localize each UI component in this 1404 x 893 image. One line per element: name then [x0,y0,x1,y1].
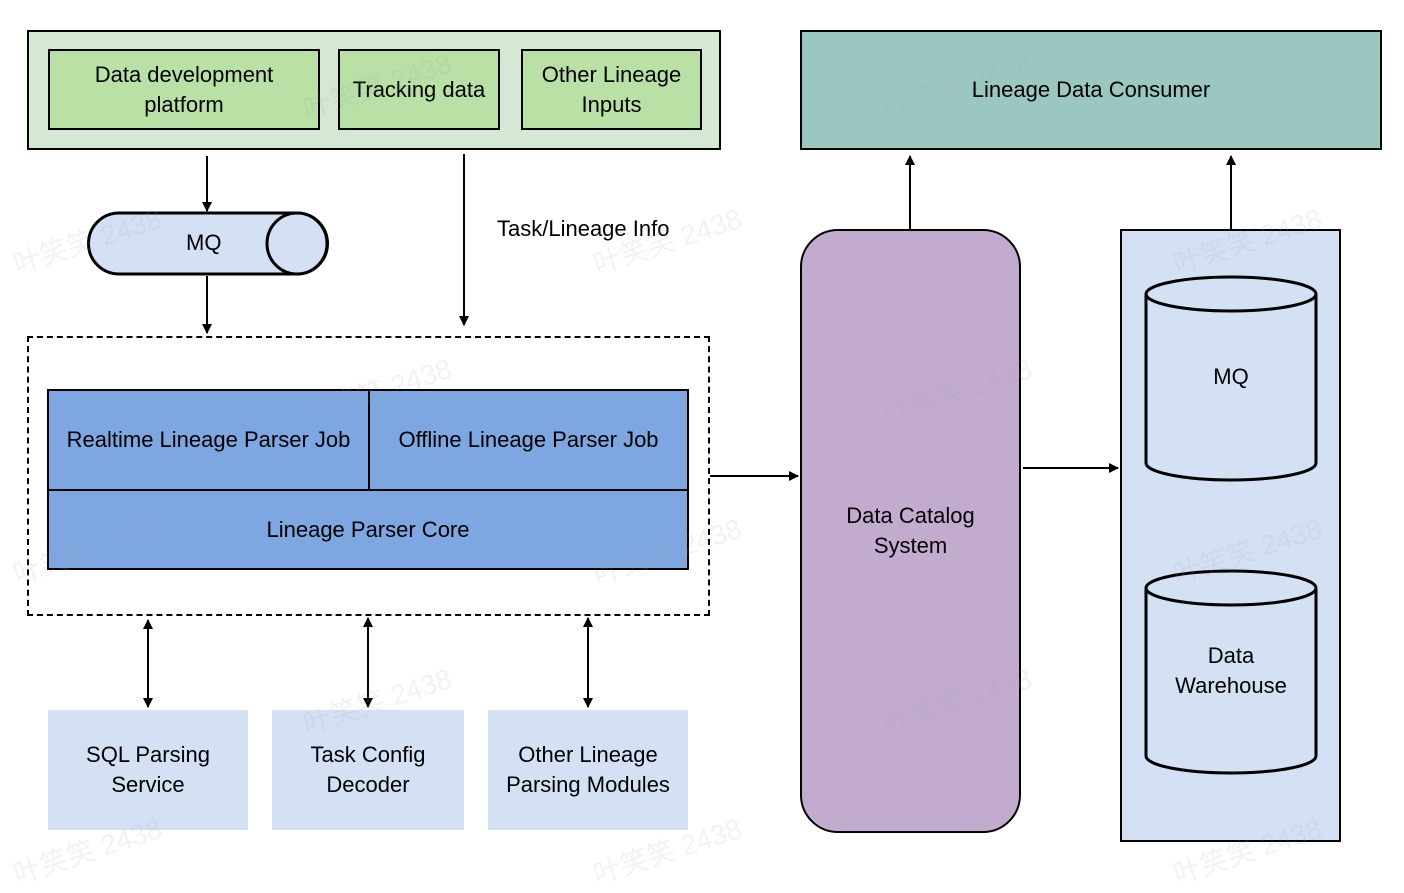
task-lineage-info-label: Task/Lineage Info [497,216,670,241]
realtime-lineage-parser-job-label: Realtime Lineage Parser Job [66,427,351,452]
tracking-data-label: Tracking data [352,76,486,102]
offline-lineage-parser-job-box[interactable]: Offline Lineage Parser Job [368,389,689,491]
lineage-data-consumer-label: Lineage Data Consumer [971,77,1211,102]
parser-job-group [27,336,710,616]
other-lineage-inputs-label: Other Lineage Inputs [541,61,682,117]
other-lineage-parsing-modules-label: Other Lineage Parsing Modules [506,742,670,797]
data-catalog-system-box[interactable]: Data Catalog System [800,229,1021,833]
lineage-data-consumer-box[interactable]: Lineage Data Consumer [800,30,1382,150]
mq-storage-cylinder [1144,275,1318,482]
mq-queue-cylinder [87,211,329,276]
tracking-data-box[interactable]: Tracking data [338,49,500,130]
task-config-decoder-label: Task Config Decoder [310,742,426,797]
other-lineage-parsing-modules-box[interactable]: Other Lineage Parsing Modules [488,710,688,830]
task-config-decoder-box[interactable]: Task Config Decoder [272,710,464,830]
other-lineage-inputs-box[interactable]: Other Lineage Inputs [521,49,702,130]
sql-parsing-service-box[interactable]: SQL Parsing Service [48,710,248,830]
lineage-parser-core-label: Lineage Parser Core [266,516,470,542]
sql-parsing-service-label: SQL Parsing Service [86,742,210,797]
mq-storage-label: MQ [1213,364,1249,389]
realtime-lineage-parser-job-box[interactable]: Realtime Lineage Parser Job [47,389,370,491]
data-warehouse-label: Data Warehouse [1175,643,1287,698]
lineage-parser-core-box[interactable]: Lineage Parser Core [47,489,689,570]
mq-queue-label: MQ [186,230,222,255]
data-development-platform-label: Data development platform [94,61,274,117]
data-catalog-system-label: Data Catalog System [846,503,975,558]
data-development-platform-box[interactable]: Data development platform [48,49,320,130]
offline-lineage-parser-job-label: Offline Lineage Parser Job [398,427,659,452]
data-warehouse-cylinder [1144,569,1318,775]
diagram-connectors [87,154,1318,775]
